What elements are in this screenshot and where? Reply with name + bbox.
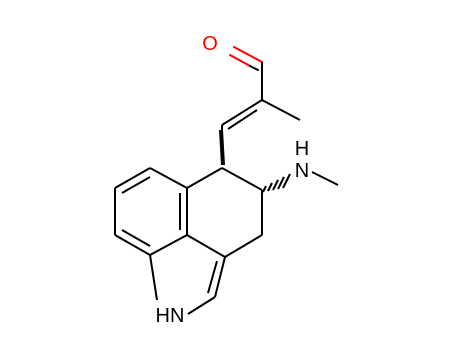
benzene-inner-double-bonds [121,176,181,247]
bond-c2-to-n1 [187,296,216,315]
bond-n-to-methyl [311,171,339,186]
bond-c5-to-c4 [221,167,263,191]
amine-h-label: H [295,138,309,160]
alkene-double-bond [221,99,263,130]
benzene-ring [114,167,188,256]
bond-alkene-methyl [261,99,301,121]
indole-nh-label: HN [156,305,185,327]
oxygen-label: O [202,33,218,55]
wedge-bond-c5 [219,130,225,165]
bond-c3-to-c3a [224,234,263,258]
pyrrole-double-bond [207,256,226,298]
bond-c5-to-c5a [186,167,223,189]
hash-bond-c4-to-n [262,173,291,193]
amine-n-label: N [295,160,309,182]
aldehyde-carbonyl-bond [229,46,263,71]
bond-c3a-to-c9a [186,234,226,258]
bond-n1-to-c7a [149,254,158,301]
